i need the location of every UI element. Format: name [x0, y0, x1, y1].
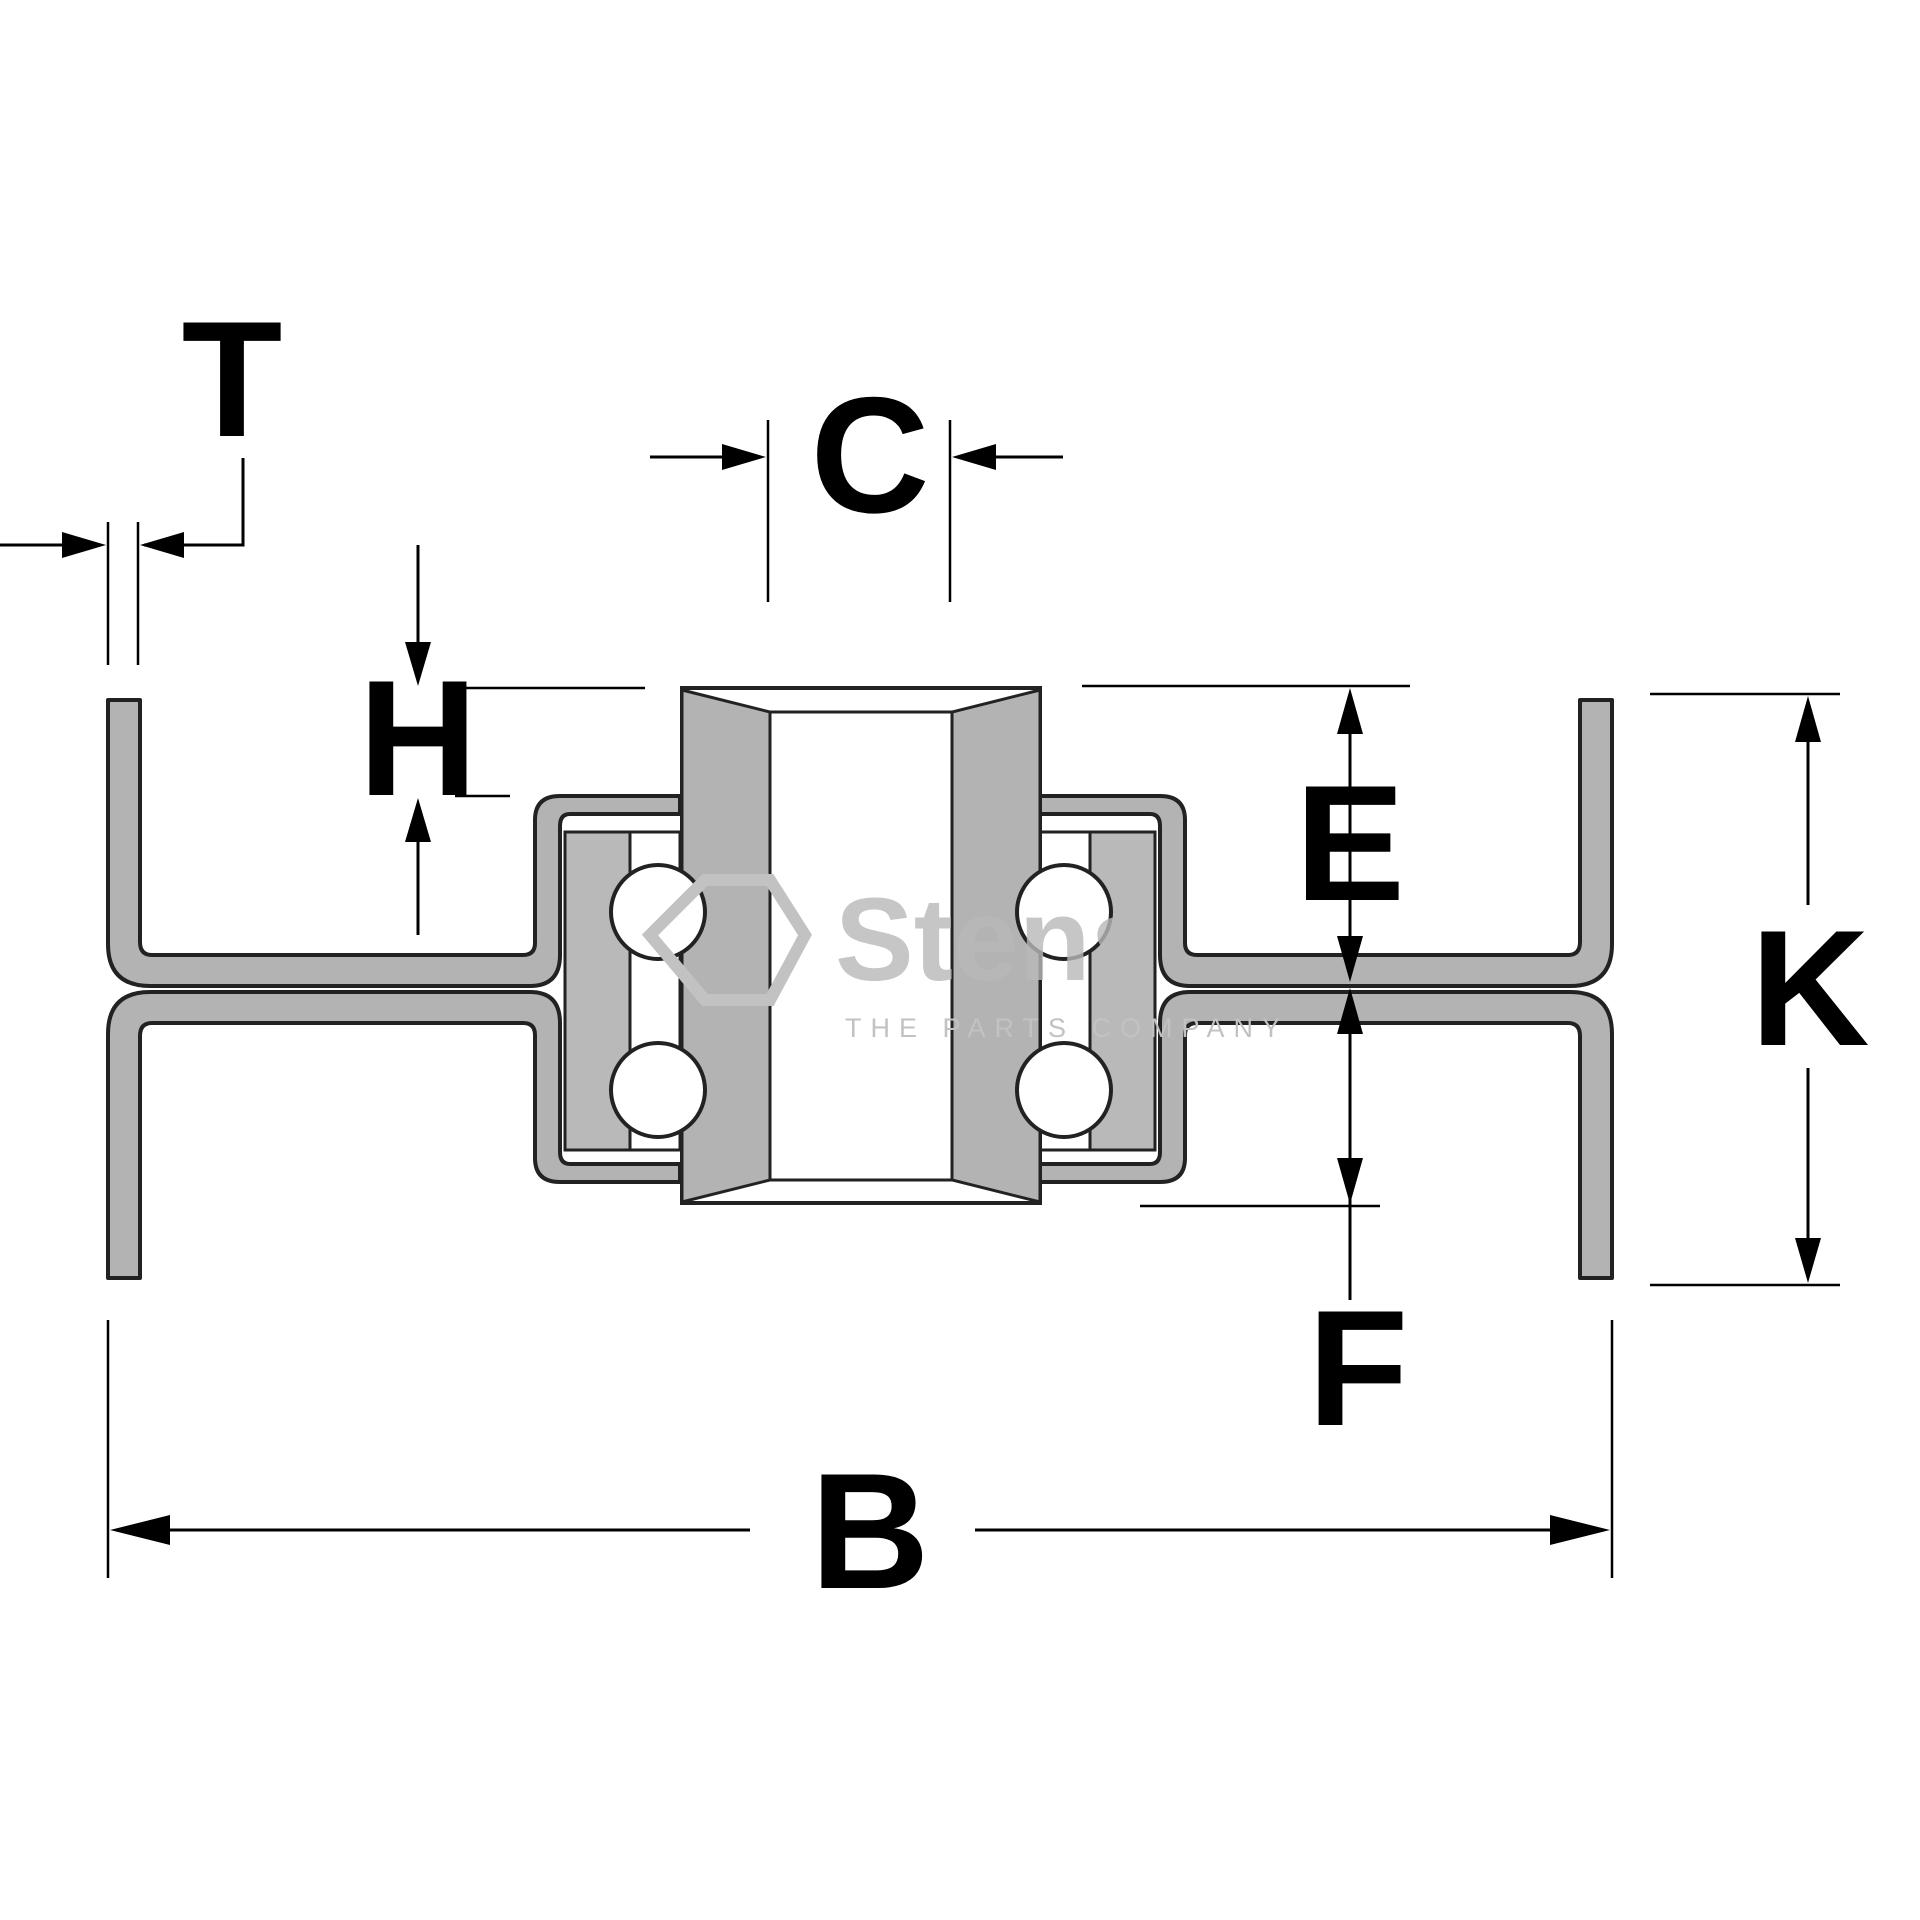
label-k: K — [1750, 896, 1869, 1080]
dimension-h: H — [358, 545, 645, 935]
dimension-b: B — [106, 1320, 1614, 1623]
label-b: B — [810, 1439, 929, 1623]
label-t: T — [182, 287, 283, 471]
label-e: E — [1295, 751, 1405, 935]
label-c: C — [810, 363, 929, 547]
dimension-c: C — [650, 363, 1063, 602]
stens-watermark: Stens THE PARTS COMPANY — [641, 874, 1289, 1043]
label-f: F — [1308, 1276, 1409, 1460]
dimension-k: K — [1650, 692, 1870, 1287]
hub-assembly — [106, 686, 1614, 1280]
dimension-t: T — [0, 287, 282, 665]
bearing-ball — [609, 863, 707, 961]
dimension-e-f: E F — [1082, 684, 1410, 1460]
stens-logo-mark — [641, 874, 812, 1006]
bearing-ball — [1015, 863, 1113, 961]
watermark-brand: Stens — [835, 874, 1156, 1006]
bearing-ball — [609, 1041, 707, 1139]
watermark-tagline: THE PARTS COMPANY — [845, 1013, 1289, 1043]
bearing-ball — [1015, 1041, 1113, 1139]
sleeve-left-wall — [680, 688, 772, 1204]
label-h: H — [358, 646, 477, 830]
